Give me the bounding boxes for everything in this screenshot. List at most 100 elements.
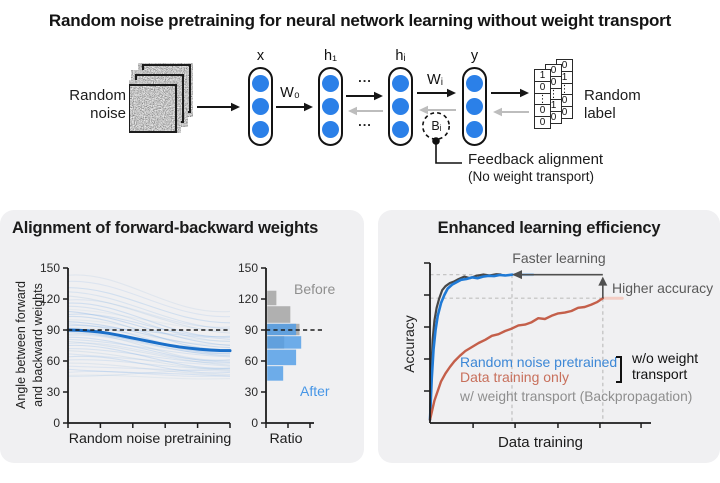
weight-label-w0: W₀	[280, 85, 300, 101]
higher-accuracy-arrow-head	[598, 276, 608, 286]
ensemble-line	[67, 374, 231, 380]
forward-arrow-head	[447, 88, 456, 98]
ensemble-line	[67, 324, 231, 353]
y-tick-label: 60	[47, 354, 61, 368]
feedback-dot	[432, 137, 440, 145]
y-tick-label: 90	[47, 323, 61, 337]
hist-y-tick-label: 0	[251, 416, 258, 430]
neuron	[466, 98, 483, 115]
legend-w-weight-transport: w/ weight transport (Backpropagation)	[460, 389, 693, 404]
alignment-panel-title: Alignment of forward-backward weights	[12, 219, 319, 237]
backward-arrow-head	[348, 106, 357, 116]
histogram-after-label: After	[300, 383, 330, 399]
ensemble-line	[67, 299, 231, 328]
feedback-alignment-sublabel: (No weight transport)	[468, 169, 595, 184]
ensemble-line	[67, 350, 231, 371]
layer-label-y: y	[470, 48, 479, 64]
hist-bar-before	[267, 290, 277, 306]
ensemble-line	[67, 302, 231, 338]
ensemble-line	[67, 308, 231, 332]
noise-square-front	[129, 84, 177, 133]
hist-bar-after	[267, 349, 297, 366]
ensemble-line	[67, 321, 231, 349]
hist-y-tick-label: 60	[245, 354, 259, 368]
feedback-alignment-label: Feedback alignment	[468, 151, 604, 168]
layer-label-h1: h₁	[324, 48, 337, 64]
ensemble-line	[67, 274, 231, 313]
neuron	[252, 75, 269, 92]
forward-arrow-head	[231, 102, 240, 112]
ensemble-line	[67, 362, 231, 375]
backward-arrow-head	[493, 107, 502, 117]
layer-y	[462, 67, 487, 146]
efficiency-chart	[424, 262, 651, 428]
feedback-weight-label: Bᵢ	[431, 119, 442, 133]
backward-arrow-head	[419, 105, 428, 115]
layer-hi	[388, 67, 413, 146]
ensemble-line	[67, 365, 231, 372]
ensemble-line	[67, 334, 231, 355]
ensemble-line	[67, 305, 231, 342]
mean-angle-line	[66, 328, 232, 353]
forward-arrow-head	[520, 88, 529, 98]
neuron	[466, 121, 483, 138]
curve	[428, 273, 514, 422]
ensemble-line	[67, 342, 231, 362]
ensemble-line	[67, 323, 231, 340]
higher-accuracy-annotation: Higher accuracy	[612, 280, 714, 296]
neuron	[466, 75, 483, 92]
ensemble-line	[67, 338, 231, 358]
ensemble-line	[67, 330, 231, 357]
ensemble-line	[67, 327, 231, 346]
curve	[428, 297, 605, 422]
y-tick-label: 150	[40, 261, 60, 275]
layer-label-x: x	[256, 48, 265, 64]
random-noise-label: Random noise	[69, 87, 126, 122]
hist-y-tick-label: 90	[245, 323, 259, 337]
forward-arrow-head	[304, 102, 313, 112]
ellipsis-top: ...	[358, 70, 372, 85]
legend-bracket	[616, 356, 622, 383]
y-tick-label: 0	[53, 416, 60, 430]
label-cell: 0	[534, 80, 551, 94]
forward-arrow-head	[374, 91, 383, 101]
ensemble-line	[67, 344, 231, 369]
ensemble-line	[67, 359, 231, 370]
ensemble-line	[67, 370, 231, 378]
ensemble-line	[67, 348, 231, 364]
neuron	[252, 98, 269, 115]
ensemble-line	[67, 336, 231, 363]
ensemble-line	[67, 353, 231, 367]
ensemble-line	[67, 355, 231, 374]
hist-y-tick-label: 120	[238, 292, 258, 306]
ensemble-line	[67, 287, 231, 324]
histogram-before-label: Before	[294, 281, 336, 297]
alignment-x-axis-label: Random noise pretraining	[68, 431, 232, 447]
y-tick-label: 120	[40, 292, 60, 306]
curve	[428, 273, 502, 421]
histogram-x-axis-label: Ratio	[269, 431, 303, 447]
ensemble-line	[67, 319, 231, 342]
neuron	[392, 121, 409, 138]
label-cell: 1	[534, 69, 551, 82]
random-label-text: Random label	[584, 87, 641, 122]
layer-h1	[318, 67, 343, 146]
efficiency-panel-title: Enhanced learning efficiency	[437, 219, 661, 237]
figure-title: Random noise pretraining for neural netw…	[48, 11, 672, 30]
faster-learning-annotation: Faster learning	[512, 250, 606, 266]
ensemble-line	[67, 280, 231, 318]
faster-learning-arrow-head	[511, 270, 522, 280]
ensemble-line	[67, 340, 231, 366]
ensemble-line	[67, 333, 231, 361]
legend-wo-weight-transport: w/o weight transport	[632, 350, 699, 382]
layer-label-hi: hᵢ	[395, 48, 406, 64]
ellipsis-bottom: ...	[358, 114, 372, 129]
neuron	[392, 98, 409, 115]
alignment-panel	[0, 210, 364, 463]
noise-image-stack	[129, 64, 191, 133]
label-cell: 0	[534, 116, 551, 130]
ensemble-line	[67, 368, 231, 378]
neuron	[322, 121, 339, 138]
